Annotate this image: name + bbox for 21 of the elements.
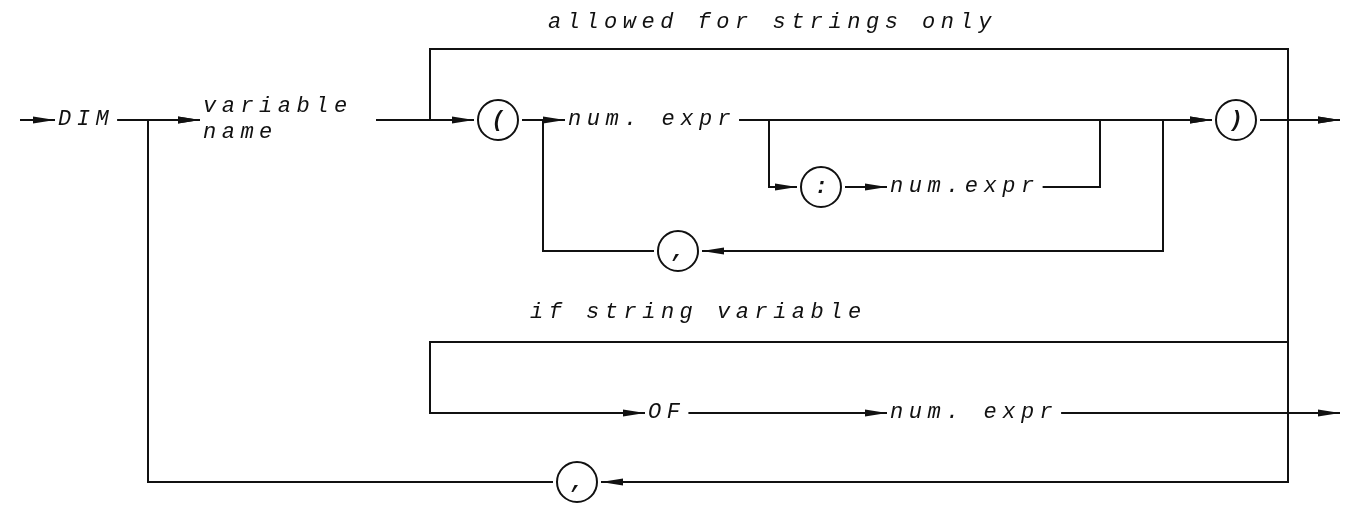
- connector-arrow: [600, 412, 1289, 486]
- note-text: if string variable: [530, 300, 867, 326]
- syntax-element: num.expr: [890, 174, 1040, 200]
- connector-arrow: [19, 116, 56, 124]
- syntax-element: OF: [648, 400, 686, 426]
- syntax-element: num. expr: [890, 400, 1059, 426]
- connector-arrow: [844, 183, 888, 191]
- syntax-element: variable name: [203, 94, 373, 146]
- connector-arrow: [429, 119, 1289, 417]
- connector-arrow: [147, 116, 554, 483]
- terminal-circle: ,: [556, 461, 598, 503]
- terminal-circle: ,: [657, 230, 699, 272]
- connector-arrow: [687, 409, 888, 417]
- terminal-circle: ): [1215, 99, 1257, 141]
- syntax-element: num. expr: [568, 107, 737, 133]
- connector-arrow: [542, 116, 655, 252]
- connector-arrow: [701, 119, 1164, 255]
- terminal-circle: (: [477, 99, 519, 141]
- note-text: allowed for strings only: [548, 10, 997, 36]
- terminal-circle: :: [800, 166, 842, 208]
- syntax-element: DIM: [58, 107, 115, 133]
